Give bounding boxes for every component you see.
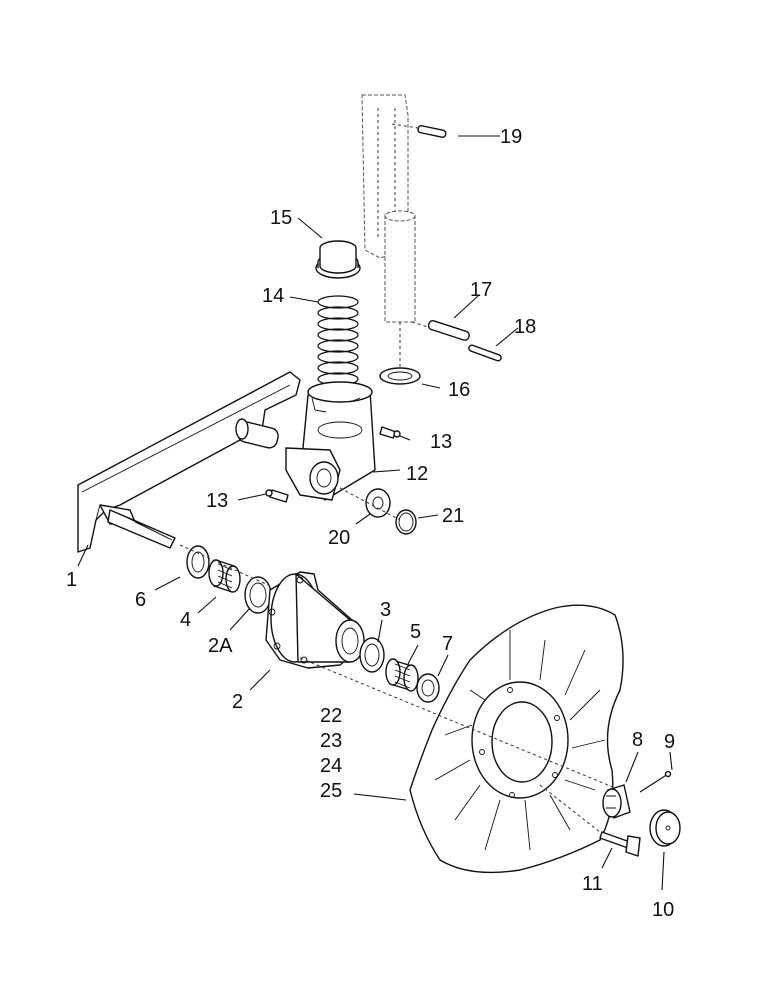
seal-6 (186, 545, 210, 579)
pin-18 (468, 344, 502, 362)
pin-19 (391, 123, 447, 138)
wheel-hub-2 (265, 571, 365, 669)
snap-ring-21 (395, 509, 417, 535)
callout-2a: 2A (208, 635, 233, 657)
grease-fitting-13-lower (265, 489, 289, 503)
callout-1: 1 (66, 569, 77, 591)
callout-9: 9 (664, 731, 675, 753)
callout-8: 8 (632, 729, 643, 751)
bolt-11 (599, 831, 641, 857)
callout-2: 2 (232, 691, 243, 713)
bearing-4 (208, 559, 241, 593)
callout-14: 14 (262, 285, 284, 307)
washer-16 (379, 367, 421, 385)
callout-15: 15 (270, 207, 292, 229)
callout-24: 24 (320, 755, 342, 777)
callout-10: 10 (652, 899, 674, 921)
callout-25: 25 (320, 780, 342, 802)
washer-7 (416, 673, 440, 703)
callout-3: 3 (380, 599, 391, 621)
bearing-race-3 (359, 637, 385, 673)
callout-13-upper: 13 (430, 431, 452, 453)
phantom-arm-assembly (361, 94, 416, 370)
pin-17 (411, 320, 470, 341)
callout-4: 4 (180, 609, 191, 631)
hub-cap-10 (649, 809, 681, 847)
callout-5: 5 (410, 621, 421, 643)
cap-15 (315, 240, 361, 279)
leader-lines (77, 135, 673, 891)
spindle-housing-12 (285, 381, 376, 501)
washer-20 (365, 488, 391, 518)
callout-18: 18 (514, 316, 536, 338)
callout-13-lower: 13 (206, 490, 228, 512)
cotter-pin-9 (639, 770, 672, 793)
callout-21: 21 (442, 505, 464, 527)
callout-19: 19 (500, 126, 522, 148)
callout-22: 22 (320, 705, 342, 727)
disc-25 (409, 604, 624, 874)
callout-12: 12 (406, 463, 428, 485)
callout-20: 20 (328, 527, 350, 549)
castle-nut-8 (602, 784, 631, 819)
bearing-5 (385, 658, 419, 692)
callout-23: 23 (320, 730, 342, 752)
callout-6: 6 (135, 589, 146, 611)
spring-14 (317, 295, 359, 386)
callout-7: 7 (442, 633, 453, 655)
callout-17: 17 (470, 279, 492, 301)
callout-11: 11 (582, 873, 603, 895)
bearing-race-2a (244, 576, 272, 614)
axle-beam-1 (77, 371, 301, 553)
callout-16: 16 (448, 379, 470, 401)
grease-fitting-13-upper (379, 426, 401, 439)
callout-labels: 1 2 2A 3 4 5 6 7 8 9 10 11 12 13 13 14 1… (66, 126, 675, 921)
